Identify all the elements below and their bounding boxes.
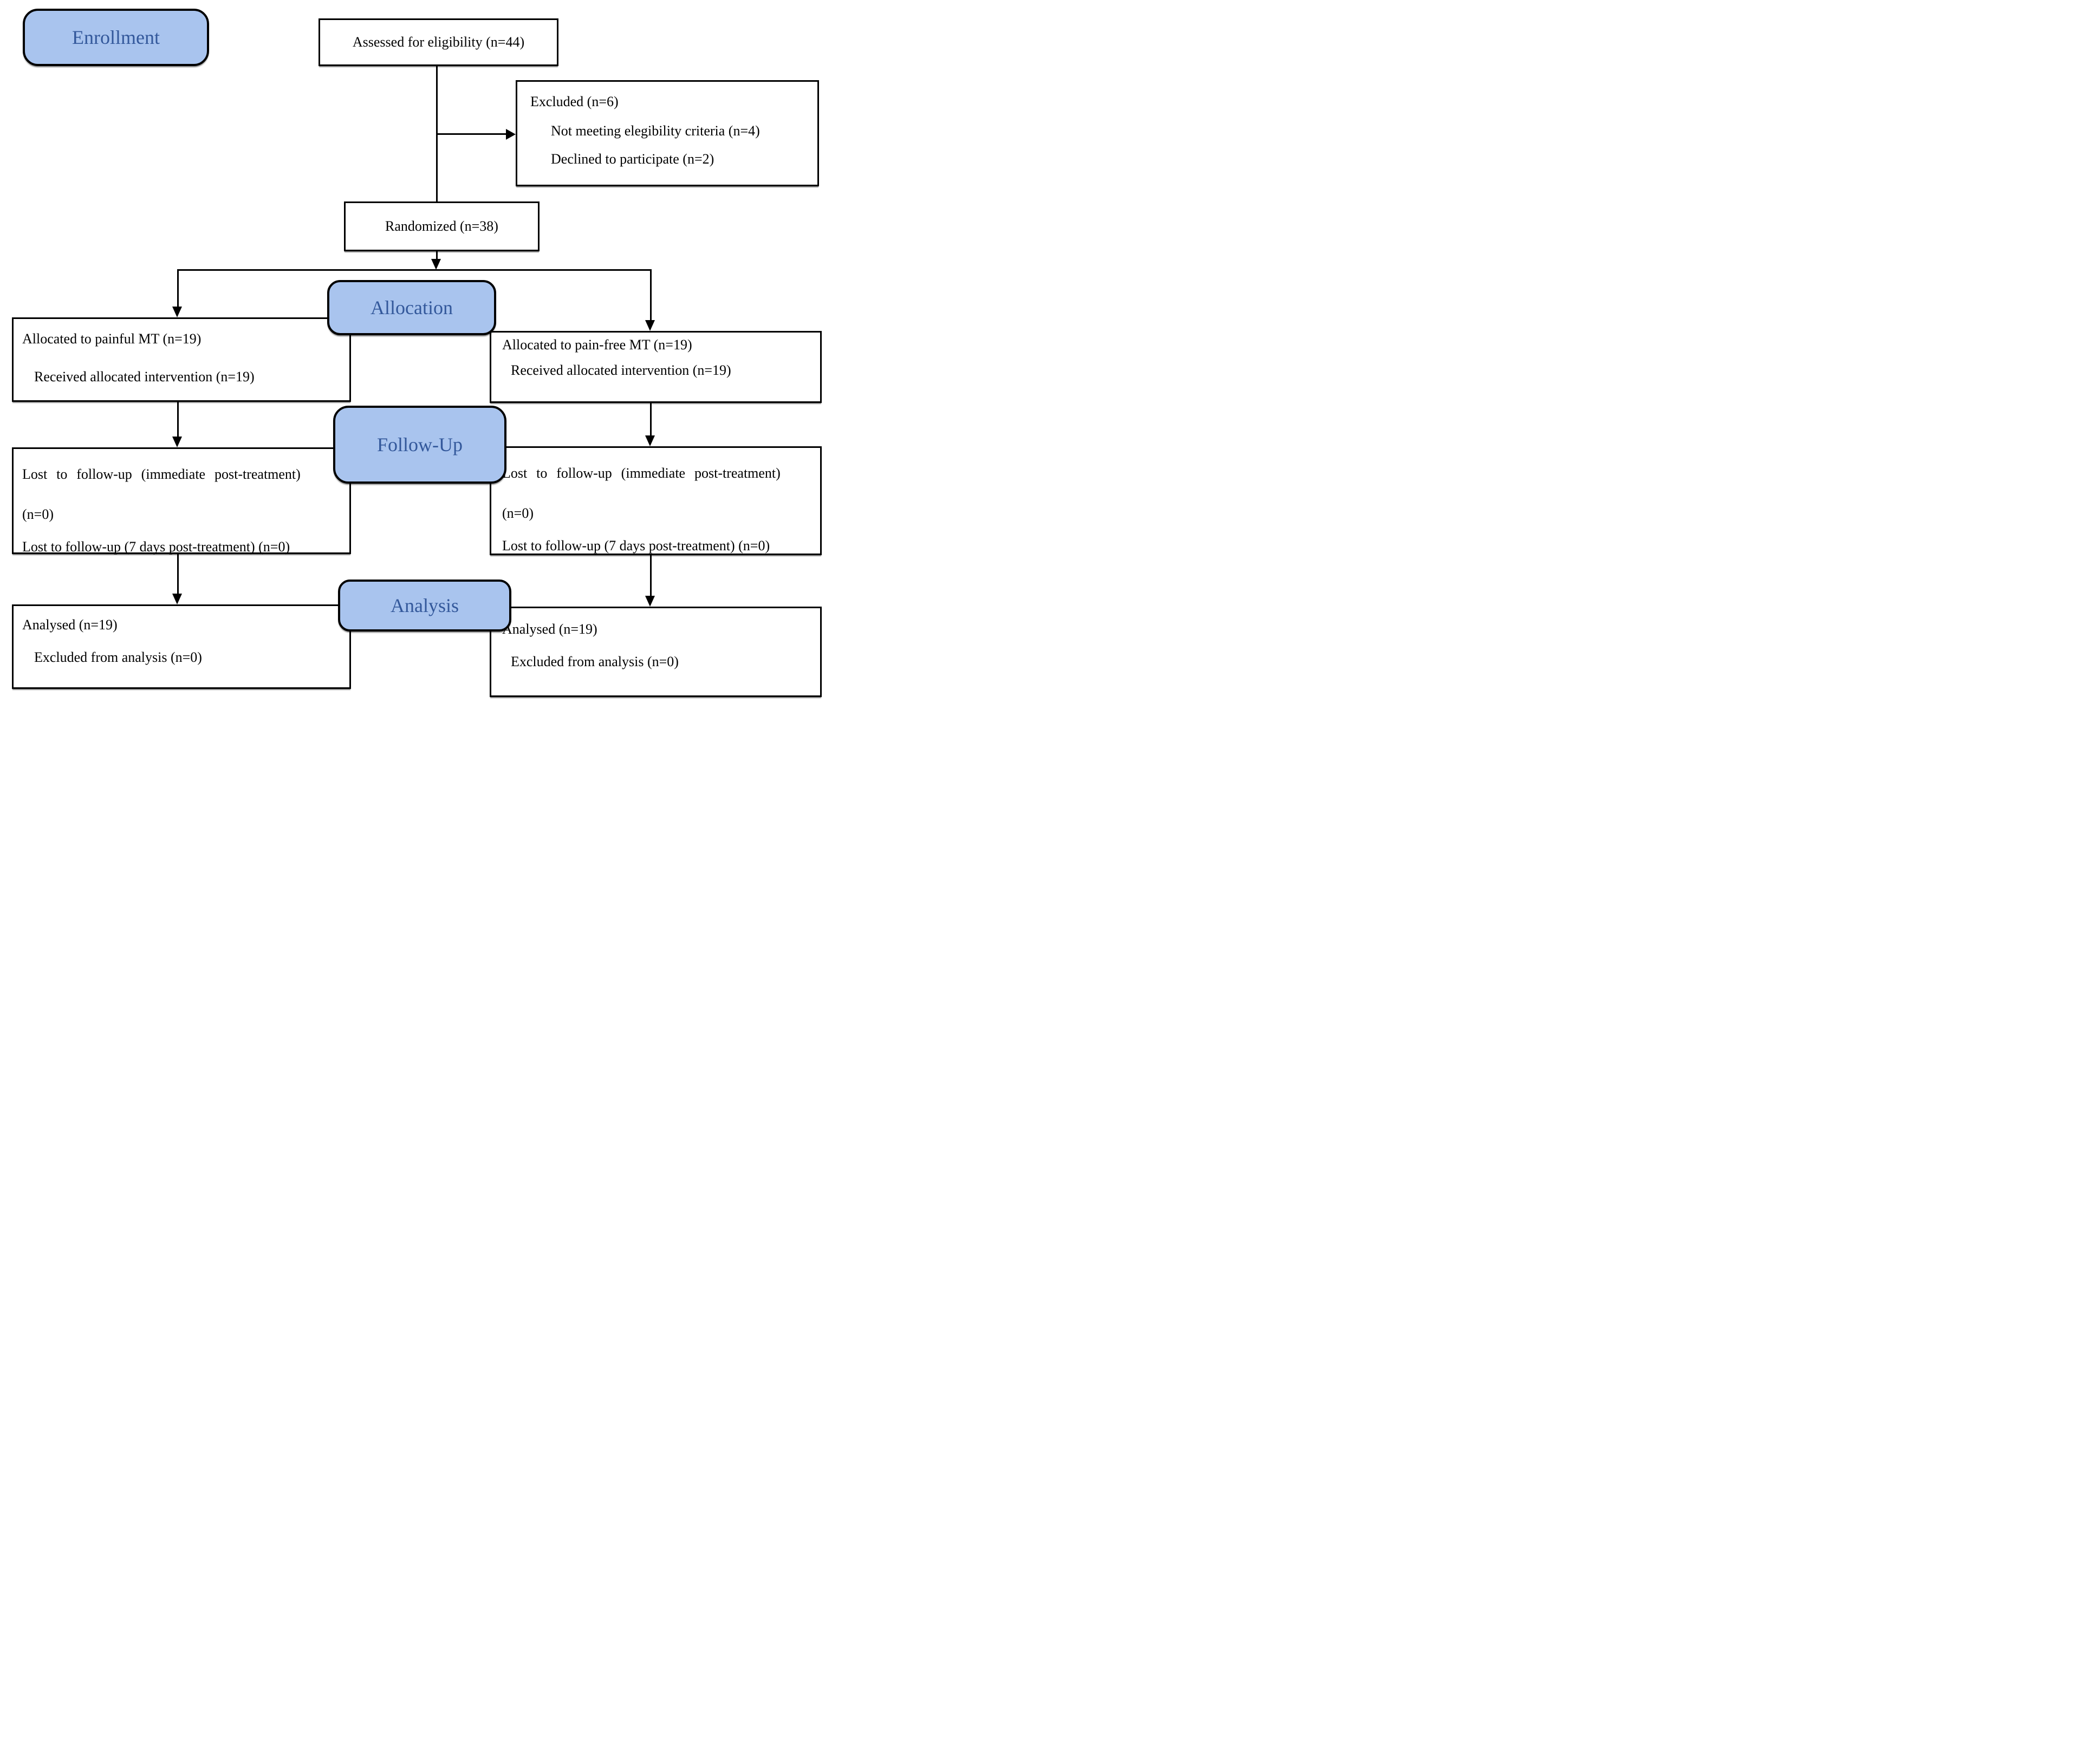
analysis-left-line1: Analysed (n=19) (22, 617, 118, 633)
followup-left-box: Lost to follow-up (immediate post-treatm… (12, 447, 351, 555)
followup-left-line2: (n=0) (22, 506, 54, 522)
followup-left-line3: Lost to follow-up (7 days post-treatment… (22, 539, 290, 555)
analysis-left-line2: Excluded from analysis (n=0) (34, 649, 202, 665)
allocation-left-line2: Received allocated intervention (n=19) (34, 369, 255, 385)
arrowhead-allocation-left-icon (172, 307, 182, 317)
allocation-left-box: Allocated to painful MT (n=19) Received … (12, 317, 351, 402)
connector-allocation-followup-right-line (650, 403, 652, 437)
arrowhead-followup-right-icon (645, 435, 655, 446)
analysis-left-box: Analysed (n=19) Excluded from analysis (… (12, 604, 351, 689)
connector-randomized-split-line (436, 251, 438, 260)
stage-analysis-box: Analysis (338, 580, 511, 632)
arrowhead-analysis-left-icon (172, 594, 182, 604)
analysis-right-line1: Analysed (n=19) (502, 621, 597, 637)
stage-enrollment-label: Enrollment (72, 27, 160, 48)
allocation-left-line1: Allocated to painful MT (n=19) (22, 331, 202, 347)
followup-left-line1: Lost to follow-up (immediate post-treatm… (22, 466, 301, 482)
connector-split-allocation-right-line (650, 269, 652, 321)
stage-allocation-label: Allocation (371, 297, 453, 318)
arrowhead-analysis-right-icon (645, 596, 655, 607)
stage-followup-label: Follow-Up (376, 434, 463, 455)
followup-right-box: Lost to follow-up (immediate post-treatm… (490, 446, 822, 555)
connector-allocation-followup-left-line (177, 402, 179, 438)
stage-allocation-box: Allocation (327, 280, 496, 335)
allocation-right-line2: Received allocated intervention (n=19) (511, 362, 731, 378)
excluded-title: Excluded (n=6) (530, 94, 619, 109)
arrowhead-allocation-right-icon (645, 320, 655, 331)
allocation-right-box: Allocated to pain-free MT (n=19) Receive… (490, 331, 822, 403)
stage-followup-box: Follow-Up (333, 406, 506, 484)
connector-followup-analysis-right-line (650, 555, 652, 597)
analysis-right-line2: Excluded from analysis (n=0) (511, 654, 679, 669)
excluded-box: Excluded (n=6) Not meeting elegibility c… (516, 80, 819, 186)
connector-excluded-line (436, 133, 506, 135)
randomized-text: Randomized (n=38) (385, 218, 498, 234)
excluded-item: Declined to participate (n=2) (551, 151, 714, 167)
arrowhead-excluded-icon (506, 129, 516, 140)
arrowhead-followup-left-icon (172, 437, 182, 447)
stage-enrollment-box: Enrollment (23, 9, 209, 66)
followup-right-line1: Lost to follow-up (immediate post-treatm… (502, 465, 781, 481)
split-horizontal-line (177, 269, 652, 271)
followup-right-line3: Lost to follow-up (7 days post-treatment… (502, 538, 770, 554)
allocation-right-line1: Allocated to pain-free MT (n=19) (502, 337, 692, 353)
arrowhead-split-icon (431, 259, 441, 270)
assessed-box: Assessed for eligibility (n=44) (319, 18, 558, 66)
assessed-text: Assessed for eligibility (n=44) (352, 34, 525, 50)
stage-analysis-label: Analysis (391, 595, 459, 616)
consort-flow-diagram: Enrollment Allocation Follow-Up Analysis… (0, 0, 834, 706)
connector-followup-analysis-left-line (177, 554, 179, 595)
followup-right-line2: (n=0) (502, 505, 534, 521)
randomized-box: Randomized (n=38) (344, 201, 540, 251)
analysis-right-box: Analysed (n=19) Excluded from analysis (… (490, 607, 822, 697)
excluded-item: Not meeting elegibility criteria (n=4) (551, 123, 760, 139)
connector-split-allocation-left-line (177, 269, 179, 307)
